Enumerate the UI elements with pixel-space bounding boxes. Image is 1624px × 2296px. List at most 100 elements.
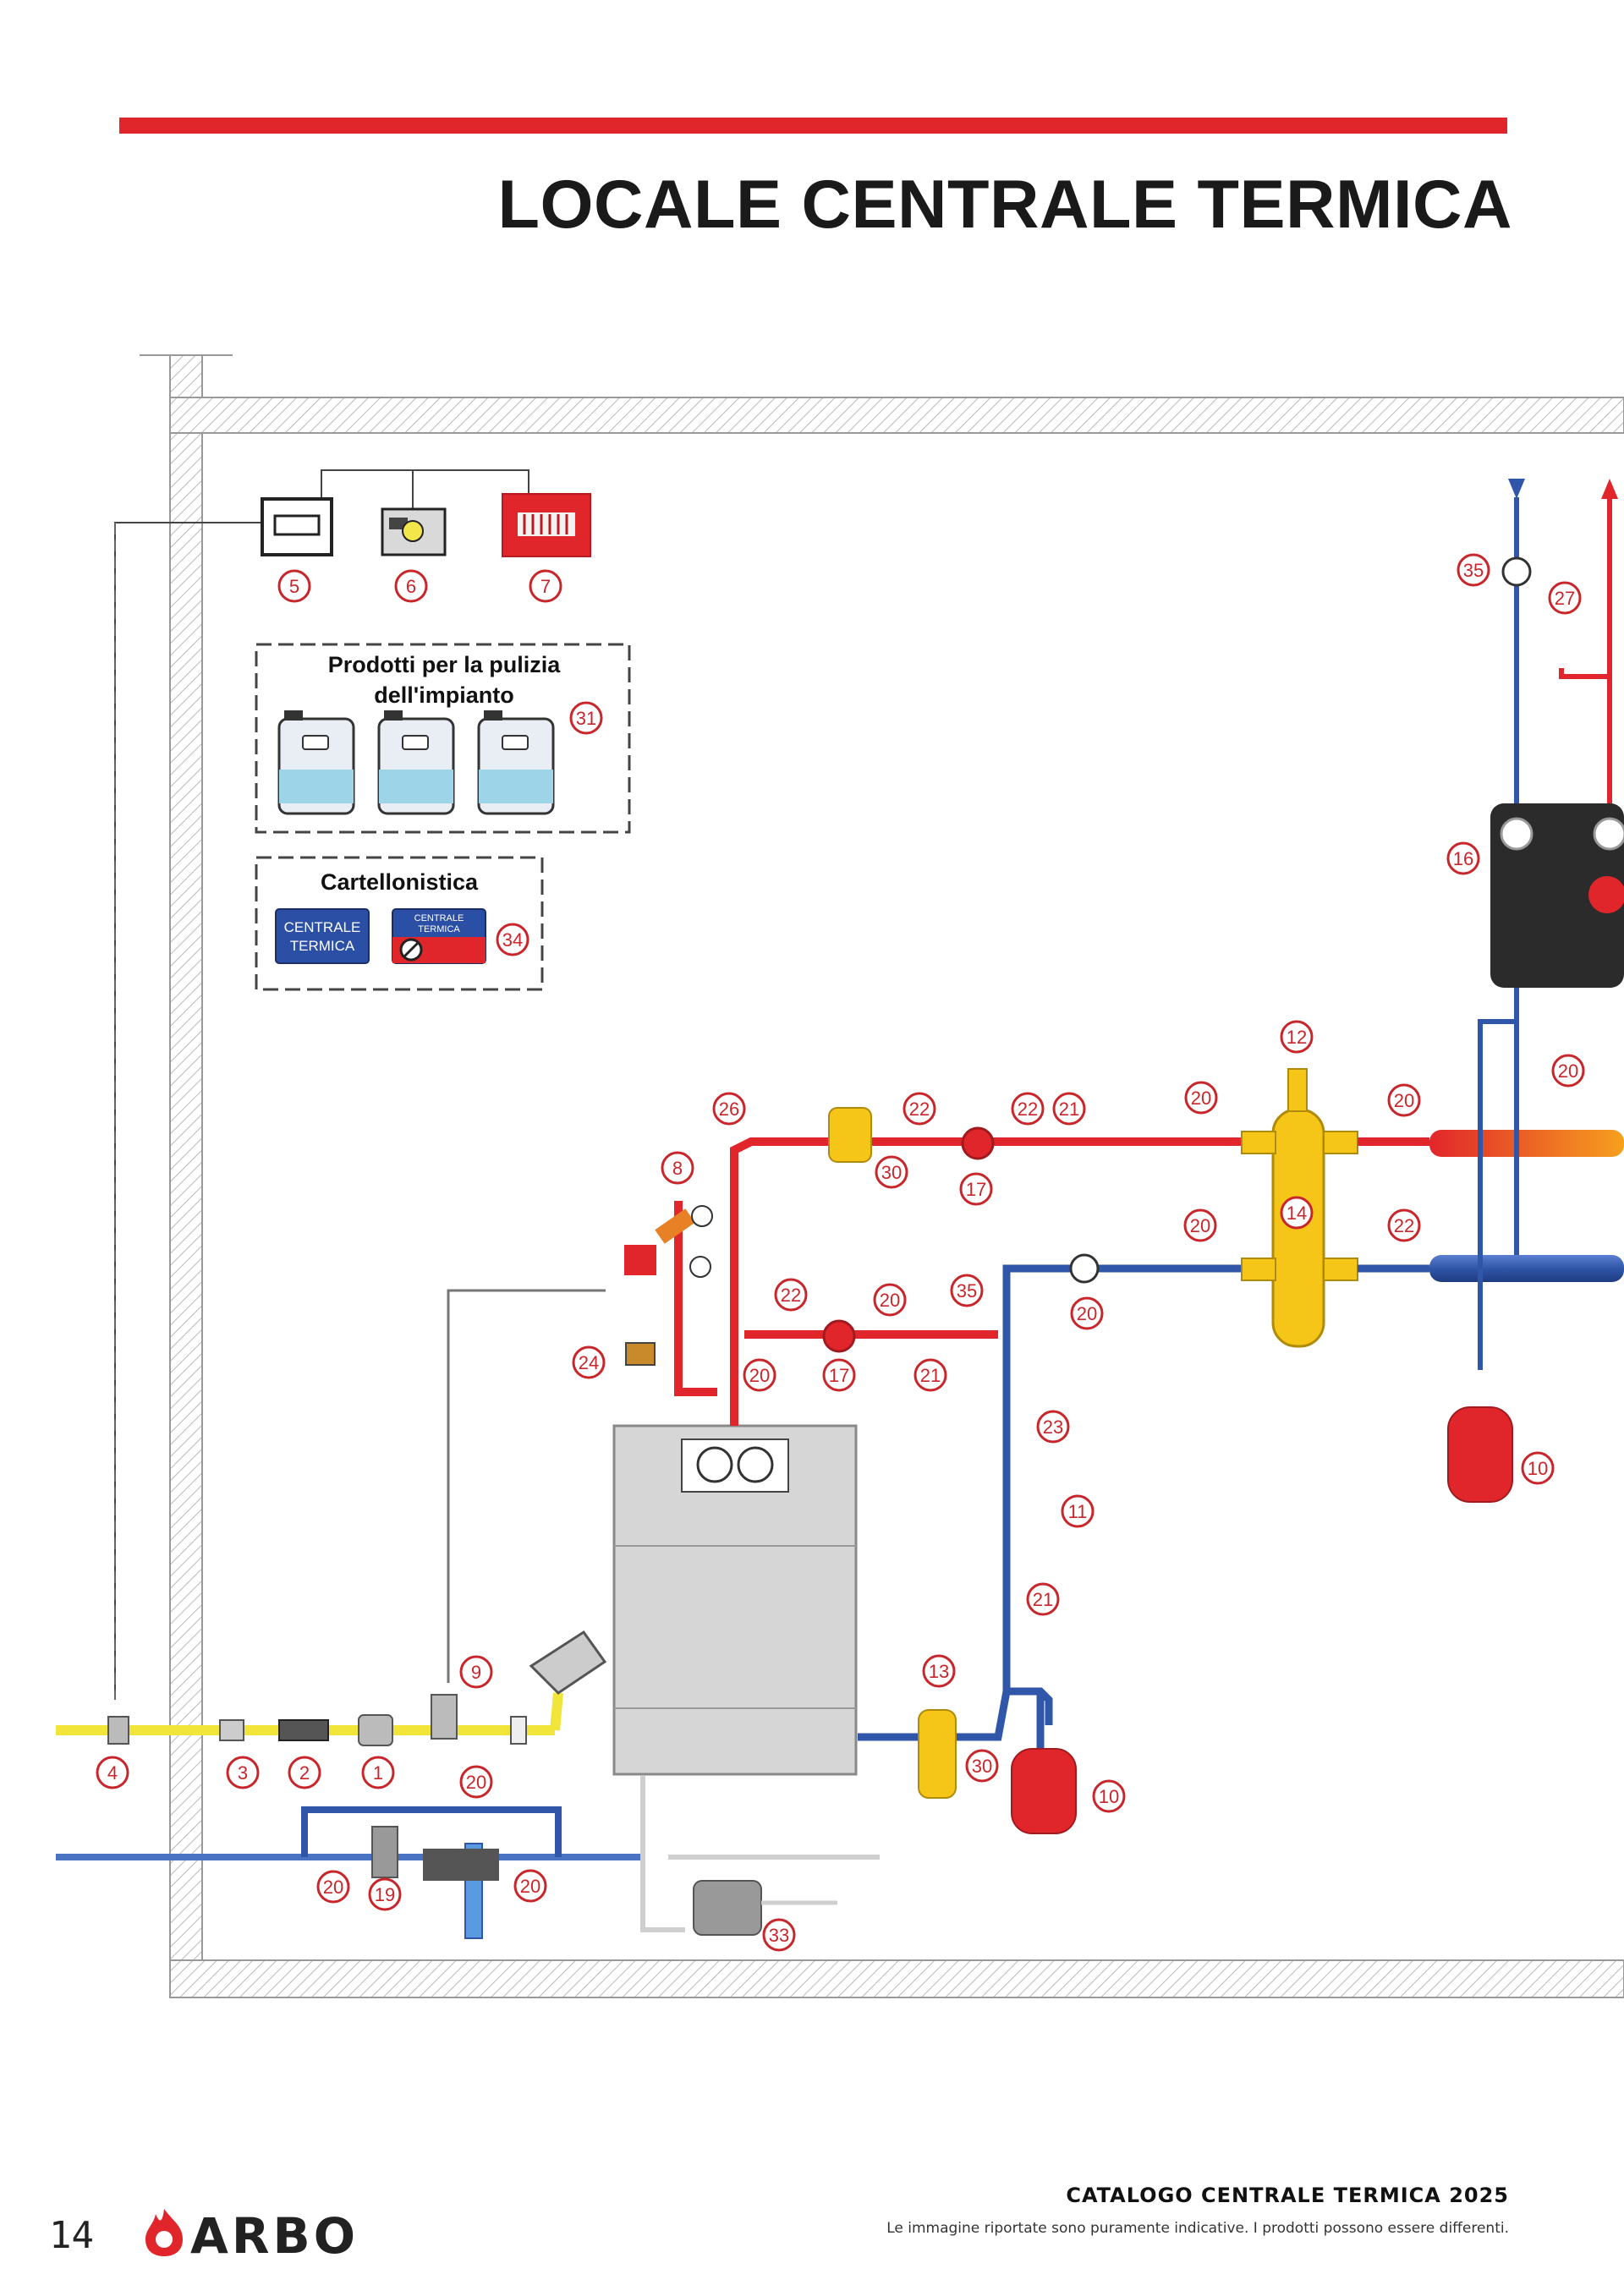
callout-22: 22 [774, 1278, 808, 1312]
callout-2: 2 [288, 1756, 321, 1789]
callout-5: 5 [277, 569, 311, 603]
page-number: 14 [49, 2214, 94, 2257]
callout-number: 13 [929, 1661, 949, 1682]
cleaning-panel-title: Prodotti per la pulizia dell'impianto [327, 652, 561, 708]
return-arrow [1508, 479, 1525, 499]
sign2-line1: CENTRALE [414, 913, 464, 923]
sign-centrale-termica-blue: CENTRALE TERMICA [275, 908, 370, 964]
callout-number: 20 [1190, 1215, 1210, 1236]
callout-number: 23 [1043, 1417, 1063, 1438]
callout-17: 17 [822, 1358, 856, 1392]
sign1-line1: CENTRALE [284, 919, 361, 935]
cold-return-pipe [858, 1264, 1260, 1776]
flow-arrow [1601, 479, 1618, 499]
callout-17: 17 [959, 1172, 993, 1206]
callout-number: 34 [502, 929, 523, 951]
callout-number: 20 [749, 1365, 770, 1386]
callout-20: 20 [1183, 1208, 1217, 1242]
circulator-17-top [961, 1126, 995, 1160]
callout-10: 10 [1521, 1451, 1555, 1485]
drain-line [640, 1776, 685, 1932]
sign-centrale-termica-warning: CENTRALE TERMICA [392, 908, 486, 964]
callout-22: 22 [1011, 1092, 1045, 1126]
callout-27: 27 [1548, 581, 1582, 615]
callout-13: 13 [922, 1654, 956, 1688]
header-red-bar [119, 118, 1507, 134]
callout-number: 5 [289, 576, 299, 597]
callout-20: 20 [1184, 1081, 1218, 1115]
disclaimer-note: Le immagine riportate sono puramente ind… [886, 2220, 1509, 2237]
callout-26: 26 [712, 1092, 746, 1126]
callout-number: 21 [920, 1365, 941, 1386]
callout-20: 20 [316, 1870, 350, 1904]
hot-flow-pipe [674, 1137, 1260, 1426]
sign2-line2: TERMICA [418, 924, 460, 934]
callout-24: 24 [572, 1345, 606, 1379]
callout-20: 20 [1070, 1296, 1104, 1330]
controller-6 [381, 507, 447, 556]
callout-14: 14 [1280, 1196, 1314, 1230]
air-separator-12 [828, 1107, 872, 1163]
callout-number: 19 [375, 1884, 395, 1905]
callout-20: 20 [873, 1283, 907, 1317]
callout-1: 1 [361, 1756, 395, 1789]
callout-number: 2 [299, 1762, 310, 1784]
callout-number: 20 [1394, 1090, 1414, 1111]
callout-21: 21 [914, 1358, 947, 1392]
callout-number: 33 [769, 1925, 789, 1946]
callout-number: 10 [1099, 1786, 1119, 1807]
hot-manifold [1429, 1130, 1624, 1157]
callout-21: 21 [1026, 1582, 1060, 1616]
pump-group-gauges [1500, 817, 1624, 913]
callout-number: 30 [972, 1756, 992, 1777]
callout-number: 20 [880, 1290, 900, 1311]
expansion-vessel-10-bottom [1011, 1748, 1077, 1834]
signage-panel-title: Cartellonistica [320, 869, 479, 895]
callout-22: 22 [903, 1092, 936, 1126]
valve-35-upper [1501, 556, 1532, 587]
callout-3: 3 [226, 1756, 260, 1789]
callout-number: 20 [466, 1772, 486, 1793]
water-supply-line [56, 1806, 643, 1939]
callout-16: 16 [1446, 841, 1480, 875]
callout-number: 17 [966, 1179, 986, 1200]
valve-35-lower [1069, 1253, 1100, 1284]
callout-11: 11 [1061, 1494, 1095, 1528]
callout-number: 9 [471, 1662, 481, 1683]
callout-number: 16 [1453, 848, 1473, 869]
callout-number: 8 [672, 1158, 683, 1179]
callout-number: 12 [1287, 1027, 1307, 1048]
callout-30: 30 [965, 1749, 999, 1783]
callout-20: 20 [459, 1765, 493, 1799]
cold-manifold [1429, 1255, 1624, 1282]
riser-pipes [1478, 497, 1612, 1370]
callout-number: 35 [957, 1280, 977, 1301]
cleaning-canisters [277, 710, 555, 815]
callout-number: 20 [323, 1877, 343, 1898]
brand-logo: ARBO [190, 2207, 359, 2265]
sign1-line2: TERMICA [290, 938, 355, 954]
callout-20: 20 [743, 1358, 776, 1392]
callout-number: 17 [829, 1365, 849, 1386]
room-walls [140, 354, 1624, 1998]
callout-number: 31 [576, 708, 596, 729]
callout-33: 33 [762, 1918, 796, 1952]
safety-group-8 [624, 1205, 713, 1366]
callout-12: 12 [1280, 1020, 1314, 1054]
callout-34: 34 [496, 923, 529, 956]
callout-number: 21 [1033, 1589, 1053, 1610]
callout-number: 20 [520, 1876, 540, 1897]
callout-4: 4 [96, 1756, 129, 1789]
callout-20: 20 [1387, 1083, 1421, 1117]
callout-20: 20 [513, 1869, 547, 1903]
callout-number: 20 [1558, 1060, 1578, 1082]
callout-22: 22 [1387, 1208, 1421, 1242]
callout-number: 22 [909, 1099, 930, 1120]
callout-number: 20 [1191, 1088, 1211, 1109]
callout-number: 27 [1555, 588, 1575, 609]
callout-number: 14 [1287, 1203, 1307, 1224]
callout-9: 9 [459, 1655, 493, 1689]
callout-20: 20 [1551, 1054, 1585, 1088]
sensor-wire [447, 1289, 606, 1683]
